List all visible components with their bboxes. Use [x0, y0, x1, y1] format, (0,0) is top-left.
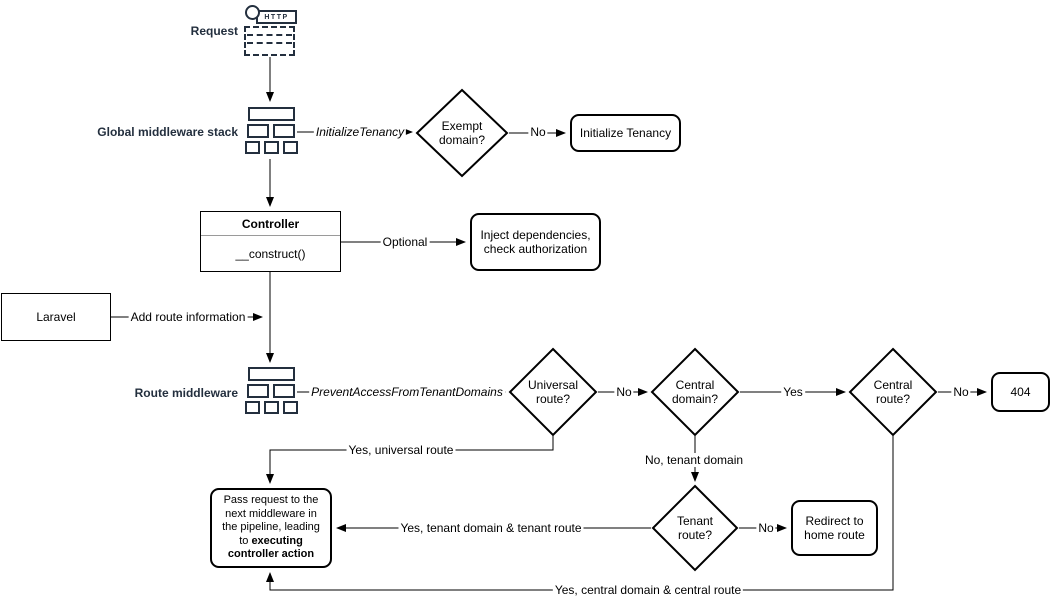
- universal-route-line2: route?: [535, 392, 571, 406]
- middleware-stack-icon: [244, 367, 298, 417]
- pass-line5: controller action: [227, 548, 315, 561]
- edge-label-central-domain-yes: Yes: [781, 385, 805, 399]
- edge-label-yes-tenant: Yes, tenant domain & tenant route: [398, 521, 584, 535]
- pass-line1: Pass request to the: [223, 494, 319, 507]
- controller-title: Controller: [201, 212, 340, 236]
- central-route-line1: Central: [873, 378, 913, 392]
- http-icon-text: HTTP: [264, 13, 289, 21]
- exempt-domain-line1: Exempt: [441, 119, 483, 133]
- pass-line2: next middleware in: [225, 507, 317, 520]
- edge-label-tenant-no: No: [756, 521, 776, 535]
- central-domain-line1: Central: [675, 378, 715, 392]
- inject-line1: Inject dependencies,: [480, 228, 591, 242]
- central-route-line2: route?: [875, 392, 911, 406]
- controller-box: Controller __construct(): [200, 211, 341, 272]
- edge-label-optional: Optional: [380, 235, 430, 249]
- initialize-tenancy-box: Initialize Tenancy: [570, 114, 681, 152]
- universal-route-text: Universal route?: [528, 378, 578, 406]
- laravel-label: Laravel: [36, 310, 76, 324]
- exempt-domain-diamond: [415, 88, 509, 178]
- pass-line4: to executing: [239, 534, 303, 547]
- global-middleware-label: Global middleware stack: [97, 125, 238, 139]
- tenant-route-text: Tenant route?: [677, 514, 713, 542]
- exempt-domain-line2: domain?: [438, 133, 486, 147]
- edge-label-prevent-access: PreventAccessFromTenantDomains: [309, 385, 505, 399]
- edge-label-add-route: Add route information: [128, 310, 248, 324]
- central-domain-line2: domain?: [671, 392, 719, 406]
- pass-request-box: Pass request to the next middleware in t…: [210, 488, 332, 568]
- universal-route-line1: Universal: [527, 378, 579, 392]
- inject-dependencies-box: Inject dependencies, check authorization: [470, 213, 601, 271]
- central-route-diamond: [848, 347, 938, 437]
- inject-line2: check authorization: [483, 242, 588, 256]
- exempt-domain-text: Exempt domain?: [439, 119, 485, 147]
- central-route-text: Central route?: [874, 378, 913, 406]
- route-middleware-label: Route middleware: [134, 386, 238, 400]
- tenant-route-line2: route?: [677, 528, 713, 542]
- 404-box: 404: [991, 372, 1050, 412]
- redirect-line1: Redirect to: [805, 514, 864, 528]
- universal-route-diamond: [508, 347, 598, 437]
- edge-label-yes-universal: Yes, universal route: [346, 443, 456, 457]
- http-request-icon: HTTP: [243, 5, 297, 57]
- redirect-home-box: Redirect to home route: [791, 500, 878, 556]
- pass-request-text: Pass request to the next middleware in t…: [222, 494, 320, 562]
- request-label: Request: [190, 24, 238, 38]
- controller-method: __construct(): [235, 246, 306, 261]
- pass-line3: the pipeline, leading: [222, 521, 320, 534]
- middleware-stack-icon: [244, 107, 298, 157]
- edge-label-universal-no: No: [614, 385, 634, 399]
- initialize-tenancy-label: Initialize Tenancy: [579, 126, 672, 140]
- http-body-icon: [244, 26, 295, 56]
- http-circle-icon: [245, 5, 260, 20]
- edge-label-yes-central: Yes, central domain & central route: [552, 583, 744, 597]
- edge-label-central-route-no: No: [951, 385, 971, 399]
- edge-label-exempt-no: No: [528, 125, 548, 139]
- edge-label-initialize-tenancy: InitializeTenancy: [313, 125, 407, 139]
- tenant-route-diamond: [651, 484, 739, 572]
- tenant-route-line1: Tenant: [676, 514, 714, 528]
- laravel-box: Laravel: [1, 293, 111, 341]
- 404-label: 404: [1010, 385, 1031, 399]
- central-domain-text: Central domain?: [672, 378, 718, 406]
- edge-label-no-tenant-domain: No, tenant domain: [642, 453, 746, 467]
- central-domain-diamond: [650, 347, 740, 437]
- redirect-line2: home route: [804, 528, 865, 542]
